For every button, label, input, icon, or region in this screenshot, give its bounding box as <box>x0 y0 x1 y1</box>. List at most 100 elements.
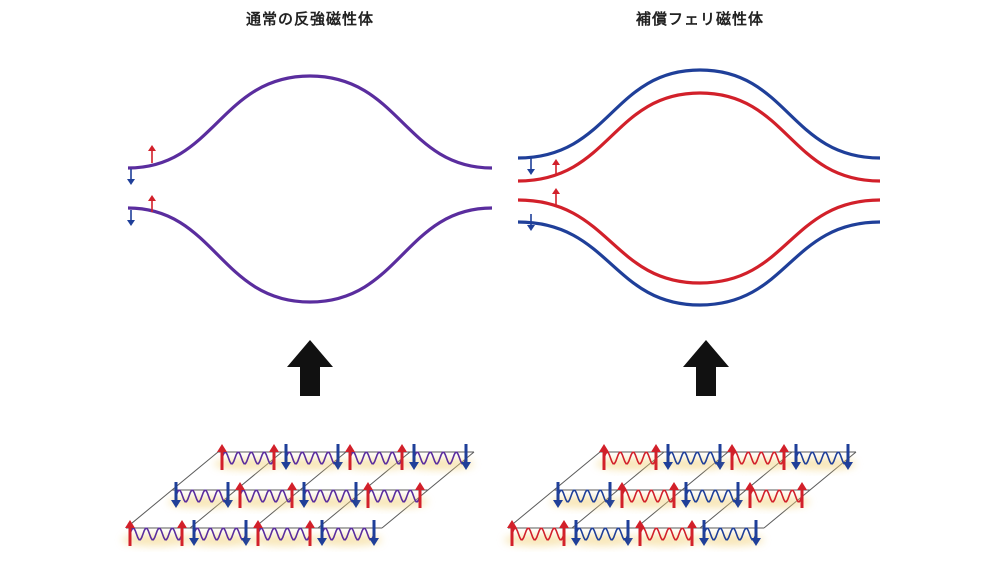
spin-up-arrow-icon <box>217 444 227 470</box>
spin-down-arrow-icon <box>843 444 853 470</box>
site-glow <box>214 458 282 470</box>
upper-branch-degenerate <box>127 74 493 170</box>
site-glow <box>550 496 618 508</box>
spin-wave <box>557 489 611 503</box>
site-glow <box>696 534 764 546</box>
spin-down-arrow-icon <box>333 444 343 470</box>
spin-up-arrow-icon <box>745 482 755 508</box>
up-arrow-left-icon <box>287 340 333 396</box>
dispersion-right <box>517 68 881 307</box>
spin-wave <box>639 527 693 541</box>
site-glow <box>596 458 664 470</box>
spin-wave <box>603 451 657 465</box>
dispersion-left <box>127 74 493 304</box>
spin-up-arrow-icon <box>635 520 645 546</box>
spin-up-arrow-icon <box>235 482 245 508</box>
spin-down-arrow-icon <box>751 520 761 546</box>
lower-branch-blue <box>517 220 881 307</box>
spin-up-arrow-icon <box>415 482 425 508</box>
site-glow <box>406 458 474 470</box>
spin-lattice-right <box>504 444 857 546</box>
spin-up-arrow-icon <box>651 444 661 470</box>
spin-arrow-up-icon <box>552 188 560 205</box>
site-glow <box>314 534 382 546</box>
spin-wave <box>285 451 339 465</box>
spin-wave <box>129 527 183 541</box>
spin-wave <box>621 489 675 503</box>
spin-up-arrow-icon <box>397 444 407 470</box>
spin-up-arrow-icon <box>779 444 789 470</box>
spin-up-arrow-icon <box>559 520 569 546</box>
upper-branch-red <box>517 91 881 183</box>
site-glow <box>568 534 636 546</box>
title-normal-antiferromagnet: 通常の反強磁性体 <box>245 10 374 28</box>
spin-wave <box>367 489 421 503</box>
spin-down-arrow-icon <box>571 520 581 546</box>
spin-down-arrow-icon <box>623 520 633 546</box>
spin-down-arrow-icon <box>281 444 291 470</box>
spin-down-arrow-icon <box>223 482 233 508</box>
spin-up-arrow-icon <box>687 520 697 546</box>
spin-wave <box>321 527 375 541</box>
spin-up-arrow-icon <box>669 482 679 508</box>
spin-down-arrow-icon <box>681 482 691 508</box>
spin-up-arrow-icon <box>507 520 517 546</box>
site-glow <box>342 458 410 470</box>
site-glow <box>632 534 700 546</box>
spin-down-arrow-icon <box>733 482 743 508</box>
up-arrow-right-icon <box>683 340 729 396</box>
spin-down-arrow-icon <box>171 482 181 508</box>
spin-wave <box>175 489 229 503</box>
site-glow <box>614 496 682 508</box>
lower-branch-degenerate <box>127 206 493 304</box>
spin-wave <box>349 451 403 465</box>
site-glow <box>296 496 364 508</box>
lower-branch-red <box>517 198 881 285</box>
spin-arrow-down-icon <box>527 214 535 231</box>
spin-up-arrow-icon <box>305 520 315 546</box>
spin-up-arrow-icon <box>797 482 807 508</box>
spin-wave <box>221 451 275 465</box>
spin-arrow-up-icon <box>148 145 156 163</box>
spin-up-arrow-icon <box>599 444 609 470</box>
spin-wave <box>667 451 721 465</box>
spin-wave <box>749 489 803 503</box>
site-glow <box>168 496 236 508</box>
spin-up-arrow-icon <box>177 520 187 546</box>
spin-down-arrow-icon <box>663 444 673 470</box>
site-glow <box>724 458 792 470</box>
spin-lattice-left <box>122 444 475 546</box>
spin-up-arrow-icon <box>287 482 297 508</box>
spin-down-arrow-icon <box>241 520 251 546</box>
site-glow <box>742 496 810 508</box>
spin-arrow-down-icon <box>127 210 135 226</box>
spin-up-arrow-icon <box>269 444 279 470</box>
spin-down-arrow-icon <box>461 444 471 470</box>
site-glow <box>186 534 254 546</box>
site-glow <box>278 458 346 470</box>
spin-arrow-down-icon <box>527 158 535 175</box>
site-glow <box>122 534 190 546</box>
spin-arrow-up-icon <box>552 159 560 176</box>
site-glow <box>232 496 300 508</box>
spin-wave <box>239 489 293 503</box>
spin-down-arrow-icon <box>791 444 801 470</box>
site-glow <box>504 534 572 546</box>
spin-down-arrow-icon <box>317 520 327 546</box>
spin-wave <box>193 527 247 541</box>
spin-wave <box>575 527 629 541</box>
spin-up-arrow-icon <box>125 520 135 546</box>
spin-up-arrow-icon <box>363 482 373 508</box>
site-glow <box>360 496 428 508</box>
spin-wave <box>685 489 739 503</box>
spin-down-arrow-icon <box>699 520 709 546</box>
spin-down-arrow-icon <box>189 520 199 546</box>
upper-branch-blue <box>517 68 881 160</box>
site-glow <box>678 496 746 508</box>
spin-arrow-up-icon <box>148 195 156 212</box>
spin-down-arrow-icon <box>351 482 361 508</box>
spin-up-arrow-icon <box>253 520 263 546</box>
spin-up-arrow-icon <box>345 444 355 470</box>
